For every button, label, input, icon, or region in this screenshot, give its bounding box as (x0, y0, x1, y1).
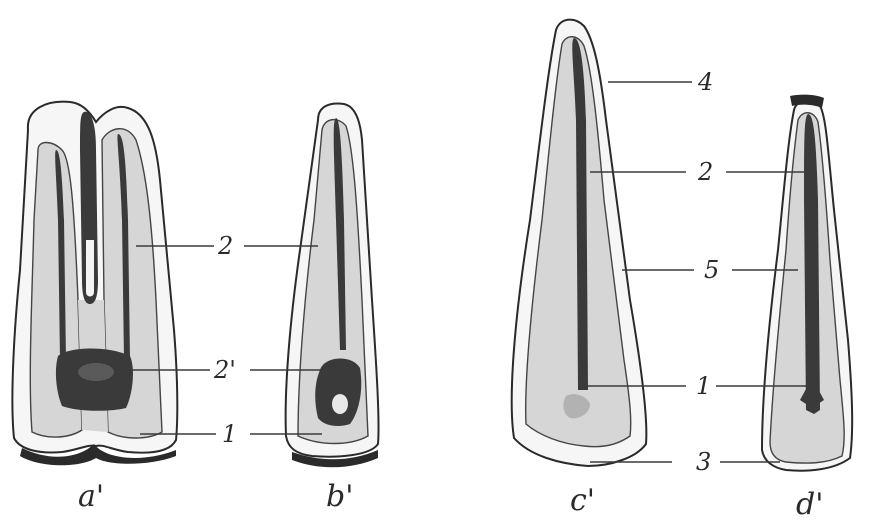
label-c-d-5: 5 (704, 256, 719, 284)
label-c-d-1: 1 (696, 372, 711, 400)
label-a-b-1: 1 (222, 420, 237, 448)
tooth-b-pulp-highlight (332, 394, 348, 414)
caption-a: a' (78, 479, 104, 514)
tooth-a (12, 102, 177, 466)
label-c-d-4: 4 (697, 68, 713, 96)
tooth-a-central-light (86, 240, 94, 297)
caption-b: b' (326, 479, 353, 514)
caption-c: c' (570, 483, 595, 518)
tooth-c (512, 20, 647, 466)
label-c-d-2: 2 (697, 158, 713, 186)
label-a-b-2: 2 (217, 232, 233, 260)
tooth-b (286, 104, 379, 468)
tooth-a-pulp-highlight (78, 363, 114, 381)
tooth-b-pulp-chamber (315, 358, 361, 426)
caption-d: d' (796, 487, 823, 522)
label-c-d-3: 3 (696, 448, 711, 476)
label-a-b-2prime: 2' (213, 356, 236, 384)
tooth-d (762, 95, 852, 471)
